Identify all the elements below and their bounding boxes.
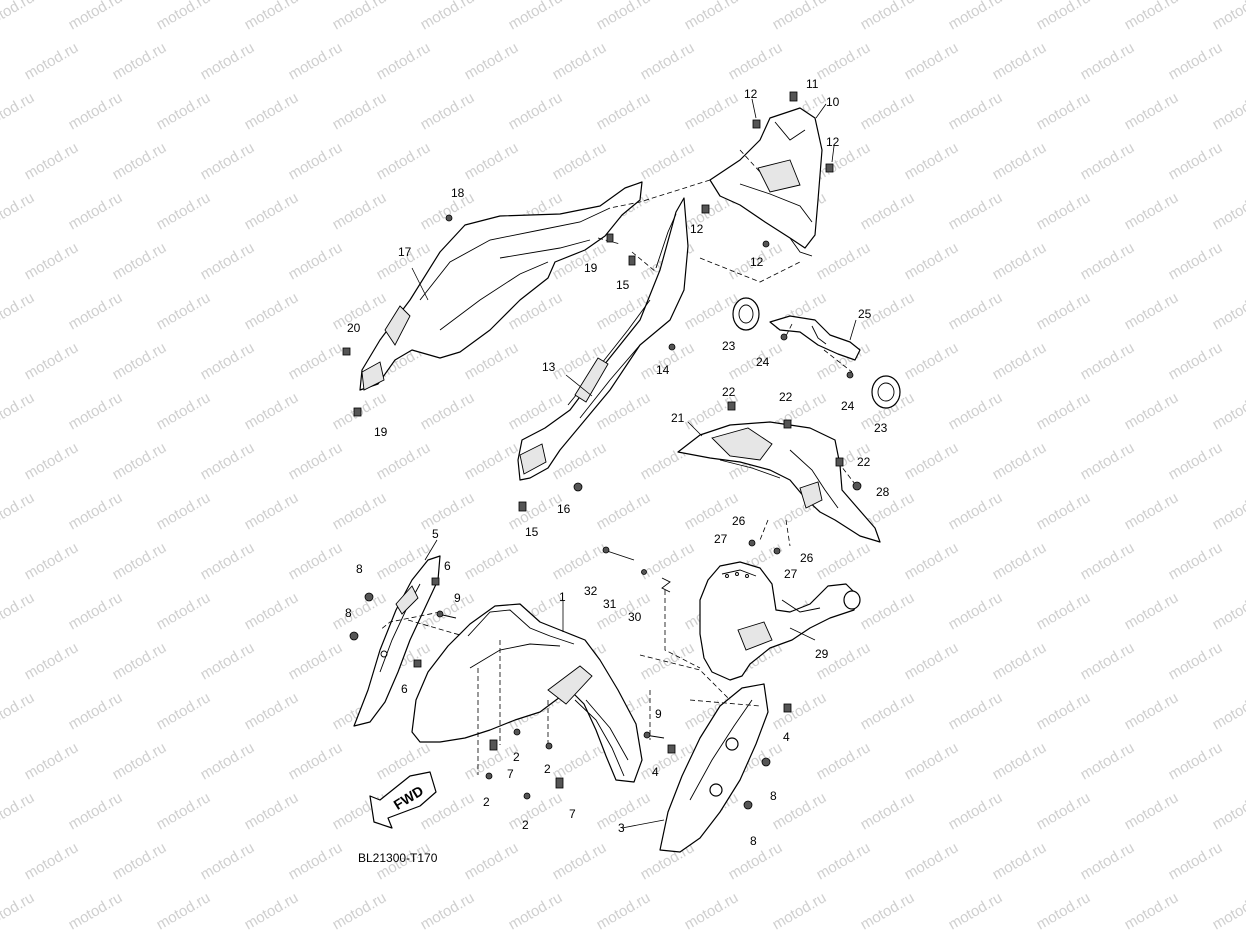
callout-32: 32 — [584, 584, 598, 598]
callout-18: 18 — [451, 186, 465, 200]
part-1-front-fender — [411, 603, 643, 783]
part-21-rear-fender — [677, 421, 881, 543]
part-25-bracket — [769, 315, 861, 361]
callout-5: 5 — [432, 527, 439, 541]
callout-9-a: 9 — [454, 591, 461, 605]
callout-29: 29 — [815, 647, 829, 661]
callout-28: 28 — [876, 485, 890, 499]
callout-21: 21 — [671, 411, 685, 425]
callout-8-d: 8 — [750, 834, 757, 848]
part-17-side-cover — [359, 181, 643, 391]
callout-16: 16 — [557, 502, 571, 516]
callout-12-d: 12 — [750, 255, 764, 269]
callout-1: 1 — [559, 590, 566, 604]
diagram-code: BL21300-T170 — [358, 851, 438, 865]
part-10-bracket — [709, 107, 823, 257]
callout-26-b: 26 — [800, 551, 814, 565]
callout-3: 3 — [618, 821, 625, 835]
callout-31: 31 — [603, 597, 617, 611]
callout-15-b: 15 — [525, 525, 539, 539]
callout-4-b: 4 — [783, 730, 790, 744]
callout-15-a: 15 — [616, 278, 630, 292]
callout-20: 20 — [347, 321, 361, 335]
callout-labels: 1 2 2 2 2 3 4 4 5 6 6 7 7 8 8 8 8 9 9 10… — [345, 77, 890, 848]
callout-2-d: 2 — [522, 818, 529, 832]
part-5-fork-cover — [353, 555, 441, 727]
callout-8-c: 8 — [770, 789, 777, 803]
fwd-arrow: FWD — [369, 771, 437, 829]
fasteners — [342, 91, 862, 810]
callout-26-a: 26 — [732, 514, 746, 528]
part-13-side-panel — [517, 197, 689, 481]
callout-27-a: 27 — [714, 532, 728, 546]
callout-22-b: 22 — [779, 390, 793, 404]
callout-30: 30 — [628, 610, 642, 624]
callout-9-b: 9 — [655, 707, 662, 721]
callout-7-a: 7 — [507, 767, 514, 781]
callout-23-b: 23 — [874, 421, 888, 435]
callout-24-b: 24 — [841, 399, 855, 413]
callout-24-a: 24 — [756, 355, 770, 369]
part-23-reflector-right — [871, 375, 901, 409]
callout-2-c: 2 — [483, 795, 490, 809]
callout-14: 14 — [656, 363, 670, 377]
part-3-fork-cover — [659, 683, 769, 853]
callout-22-c: 22 — [857, 455, 871, 469]
callout-13: 13 — [542, 360, 556, 374]
callout-10: 10 — [826, 95, 840, 109]
callout-2-b: 2 — [544, 762, 551, 776]
part-29-mudguard — [699, 561, 861, 681]
callout-2-a: 2 — [513, 750, 520, 764]
callout-7-b: 7 — [569, 807, 576, 821]
part-23-reflector-left — [732, 297, 760, 331]
callout-19-b: 19 — [374, 425, 388, 439]
callout-8-a: 8 — [356, 562, 363, 576]
callout-17: 17 — [398, 245, 412, 259]
callout-25: 25 — [858, 307, 872, 321]
callout-22-a: 22 — [722, 385, 736, 399]
leader-lines — [411, 98, 857, 829]
callout-23-a: 23 — [722, 339, 736, 353]
callout-6-b: 6 — [401, 682, 408, 696]
callout-19-a: 19 — [584, 261, 598, 275]
callout-12-a: 12 — [744, 87, 758, 101]
callout-27-b: 27 — [784, 567, 798, 581]
callout-12-b: 12 — [826, 135, 840, 149]
callout-12-c: 12 — [690, 222, 704, 236]
callout-6-a: 6 — [444, 559, 451, 573]
callout-11: 11 — [806, 77, 819, 91]
callout-8-b: 8 — [345, 606, 352, 620]
callout-4-a: 4 — [652, 765, 659, 779]
